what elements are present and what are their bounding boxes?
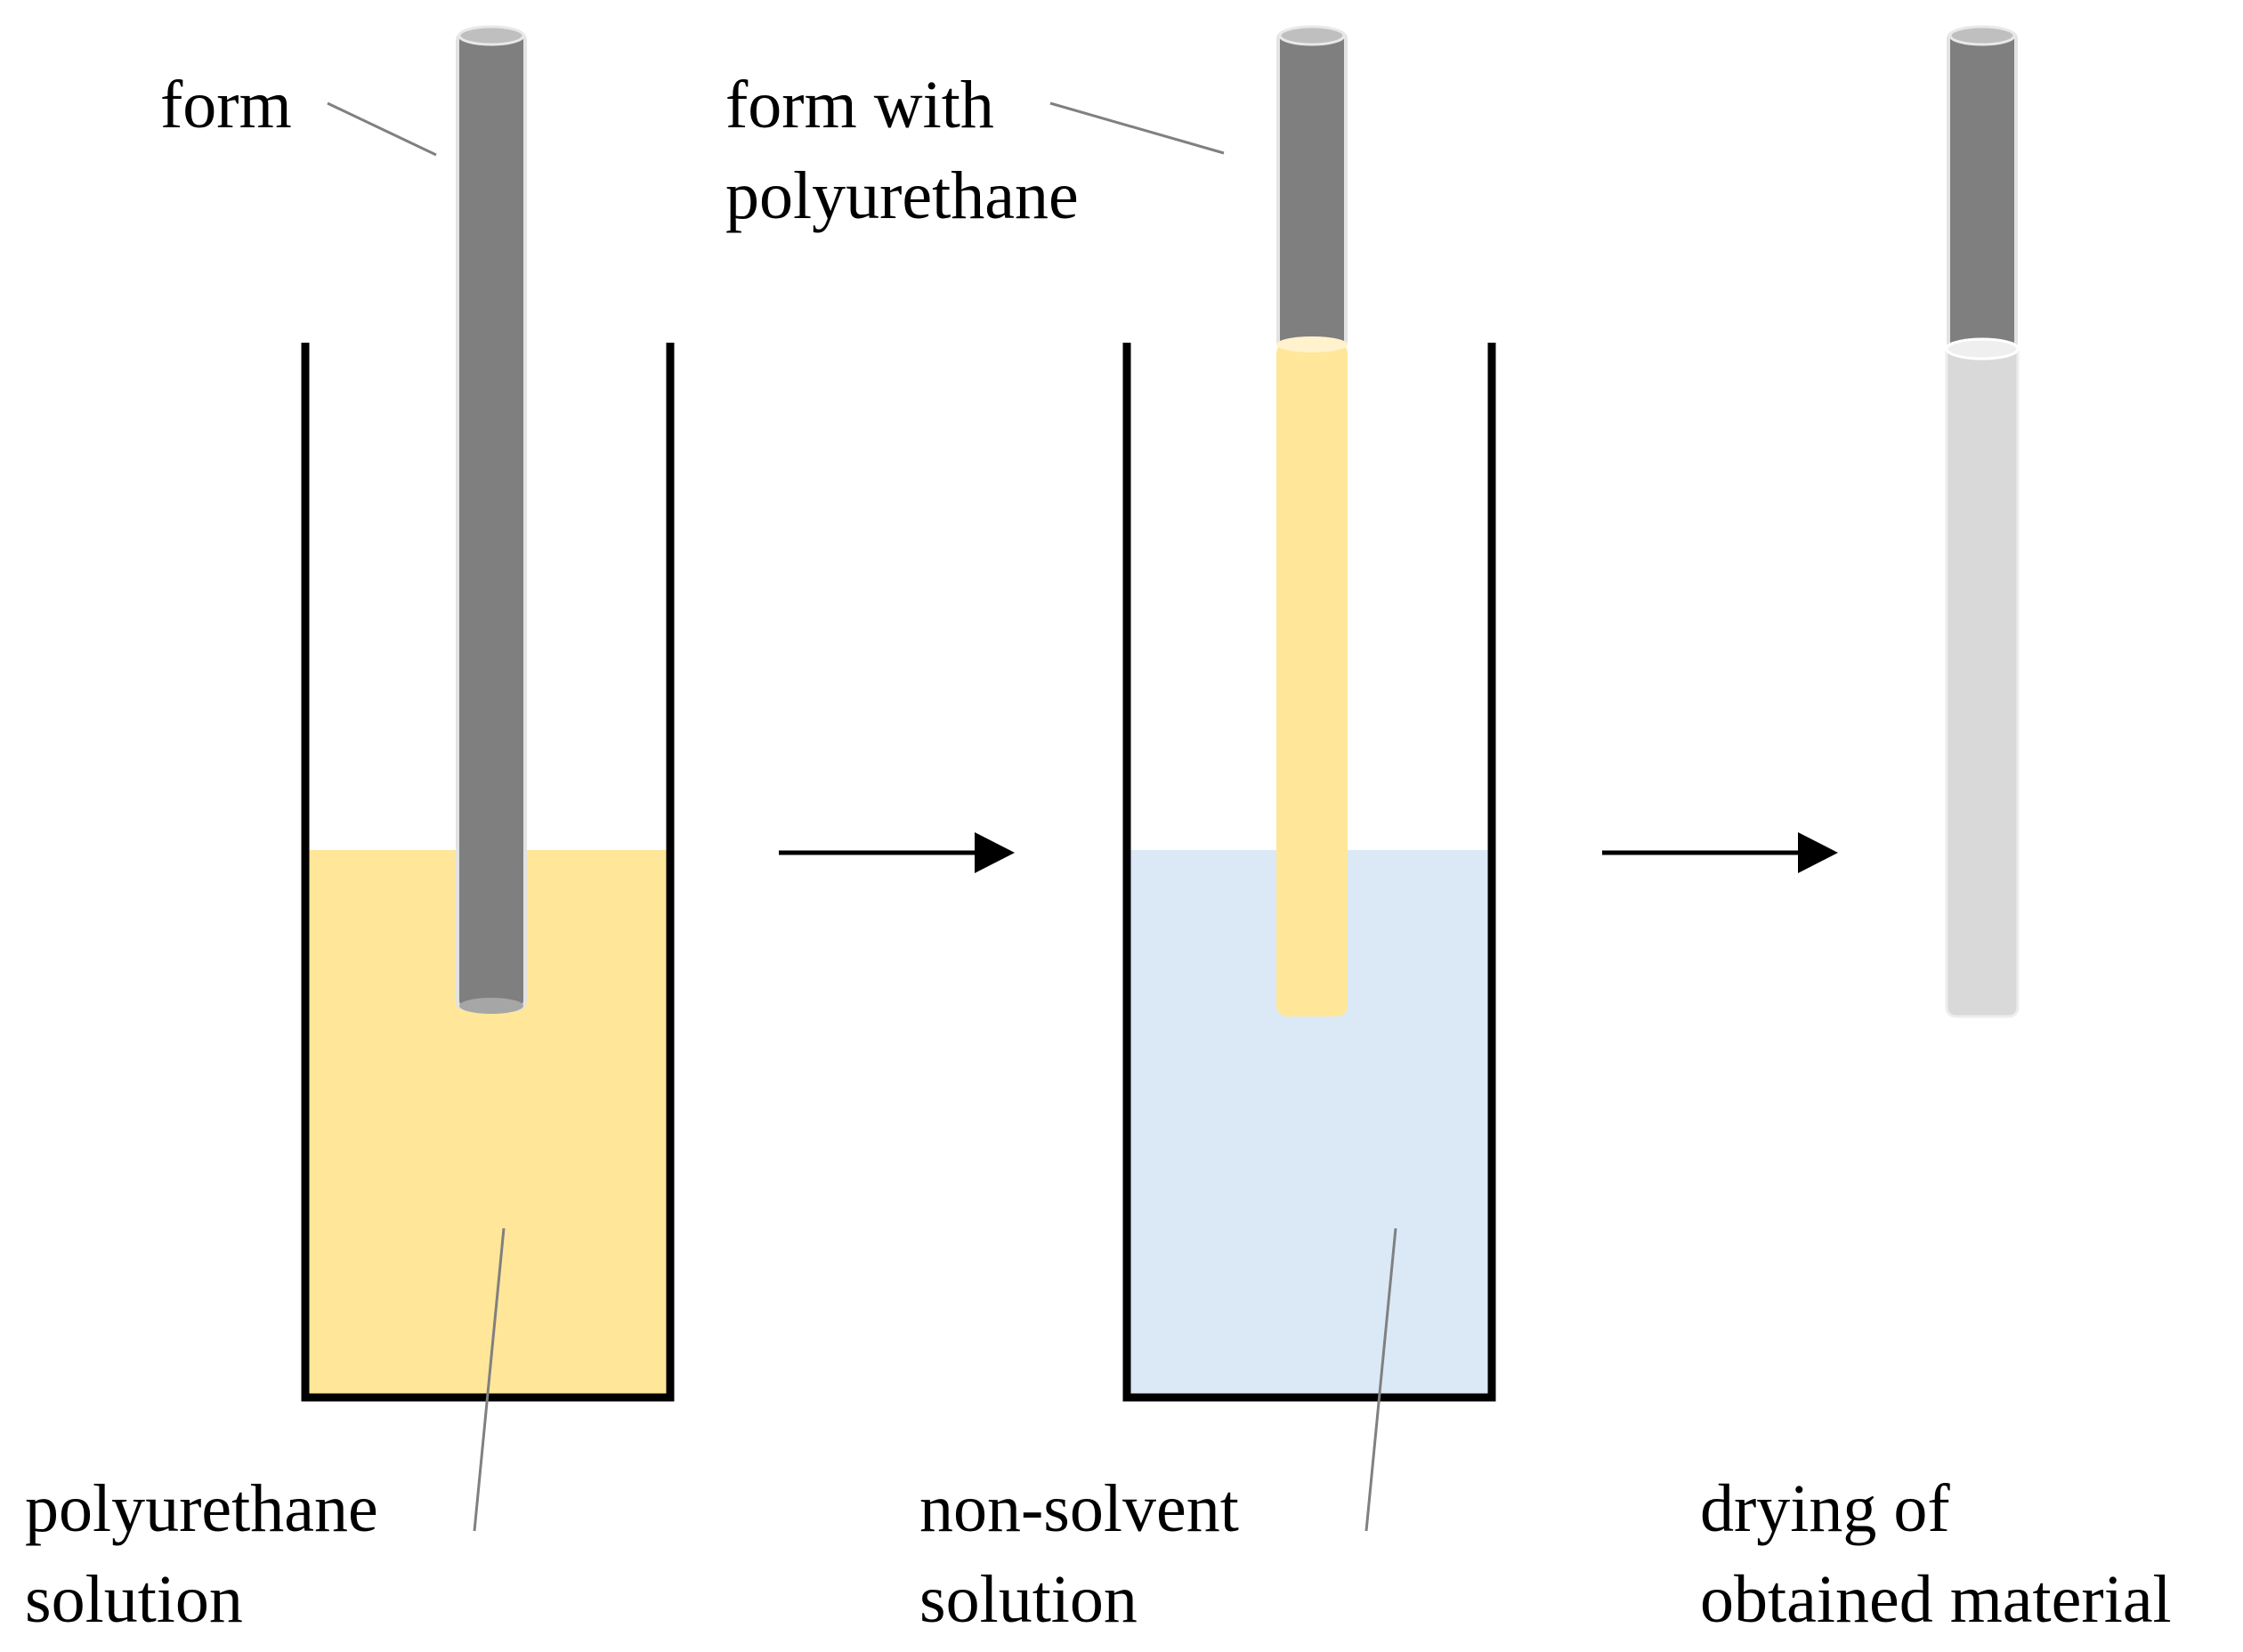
- polyurethane-coating: [1276, 343, 1348, 1016]
- label-form-with-line2: polyurethane: [725, 158, 1079, 233]
- leader-form-with-polyurethane: [1049, 101, 1225, 155]
- form-rod-bottom-cap: [459, 998, 523, 1014]
- leader-form: [327, 101, 437, 157]
- form-rod-uncoated: [1276, 30, 1348, 351]
- dried-material: [1945, 341, 2020, 1018]
- form-rod-top-cap: [458, 25, 525, 46]
- polyurethane-coating-top: [1276, 336, 1348, 352]
- label-non-solvent-line2: solution: [919, 1562, 1138, 1637]
- label-drying-line2: obtained material: [1700, 1562, 2172, 1637]
- form-rod-top-cap-3: [1948, 25, 2016, 46]
- label-drying-line1: drying of: [1700, 1471, 1950, 1546]
- arrow-1: [779, 832, 1015, 873]
- leader-non-solvent-solution: [1364, 1227, 1397, 1532]
- label-polyurethane-solution-line1: polyurethane: [25, 1471, 378, 1546]
- leader-lines: [327, 101, 1397, 1532]
- form-rod: [456, 30, 527, 1011]
- leader-polyurethane-solution: [473, 1227, 506, 1532]
- form-rod-uncoated-3: [1947, 30, 2018, 351]
- label-form: form: [160, 68, 292, 142]
- stage-3-drying: [1945, 25, 2020, 1018]
- beaker-2: [1122, 343, 1496, 1402]
- stage-2-coagulation: [1122, 25, 1496, 1402]
- arrow-2: [1602, 832, 1838, 873]
- label-form-with-line1: form with: [725, 68, 994, 142]
- label-non-solvent-line1: non-solvent: [919, 1471, 1239, 1546]
- label-polyurethane-solution-line2: solution: [25, 1562, 243, 1637]
- dried-material-top: [1945, 337, 2020, 360]
- stage-1-dipping: [301, 25, 675, 1402]
- form-rod-top-cap-2: [1278, 25, 1346, 46]
